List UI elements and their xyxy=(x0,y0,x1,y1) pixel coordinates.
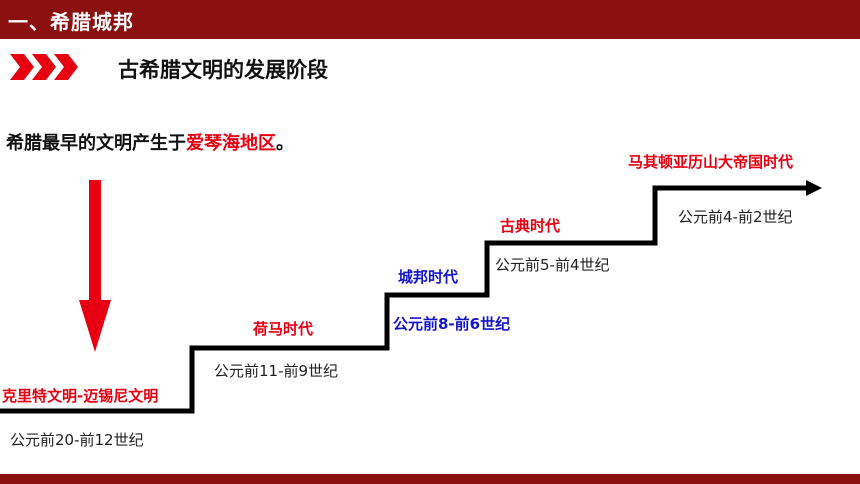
stage-5-period: 公元前4-前2世纪 xyxy=(678,208,793,226)
stage-3-period: 公元前8-前6世纪 xyxy=(393,315,511,333)
stage-1-period: 公元前20-前12世纪 xyxy=(10,431,144,449)
intro-prefix: 希腊最早的文明产生于 xyxy=(6,133,186,154)
footer-bar xyxy=(0,474,860,484)
stage-4-period: 公元前5-前4世纪 xyxy=(495,256,610,274)
stage-2-period: 公元前11-前9世纪 xyxy=(214,362,339,380)
stage-5-name: 马其顿亚历山大帝国时代 xyxy=(628,153,794,171)
stage-1-name: 克里特文明-迈锡尼文明 xyxy=(2,387,159,405)
staircase-line xyxy=(0,185,810,414)
stage-4-name: 古典时代 xyxy=(500,217,561,235)
section-title: 古希腊文明的发展阶段 xyxy=(118,58,328,82)
header-bar xyxy=(0,0,860,39)
intro-highlight: 爱琴海地区 xyxy=(186,133,276,154)
stage-2-name: 荷马时代 xyxy=(253,320,314,338)
header-title: 一、希腊城邦 xyxy=(8,10,134,34)
intro-suffix: 。 xyxy=(276,133,294,154)
intro-text: 希腊最早的文明产生于爱琴海地区。 xyxy=(6,129,294,155)
arrow-right-icon xyxy=(806,180,822,196)
down-arrow-icon xyxy=(79,180,111,352)
triple-chevron-right-icon xyxy=(10,54,78,80)
stage-3-name: 城邦时代 xyxy=(398,268,459,286)
